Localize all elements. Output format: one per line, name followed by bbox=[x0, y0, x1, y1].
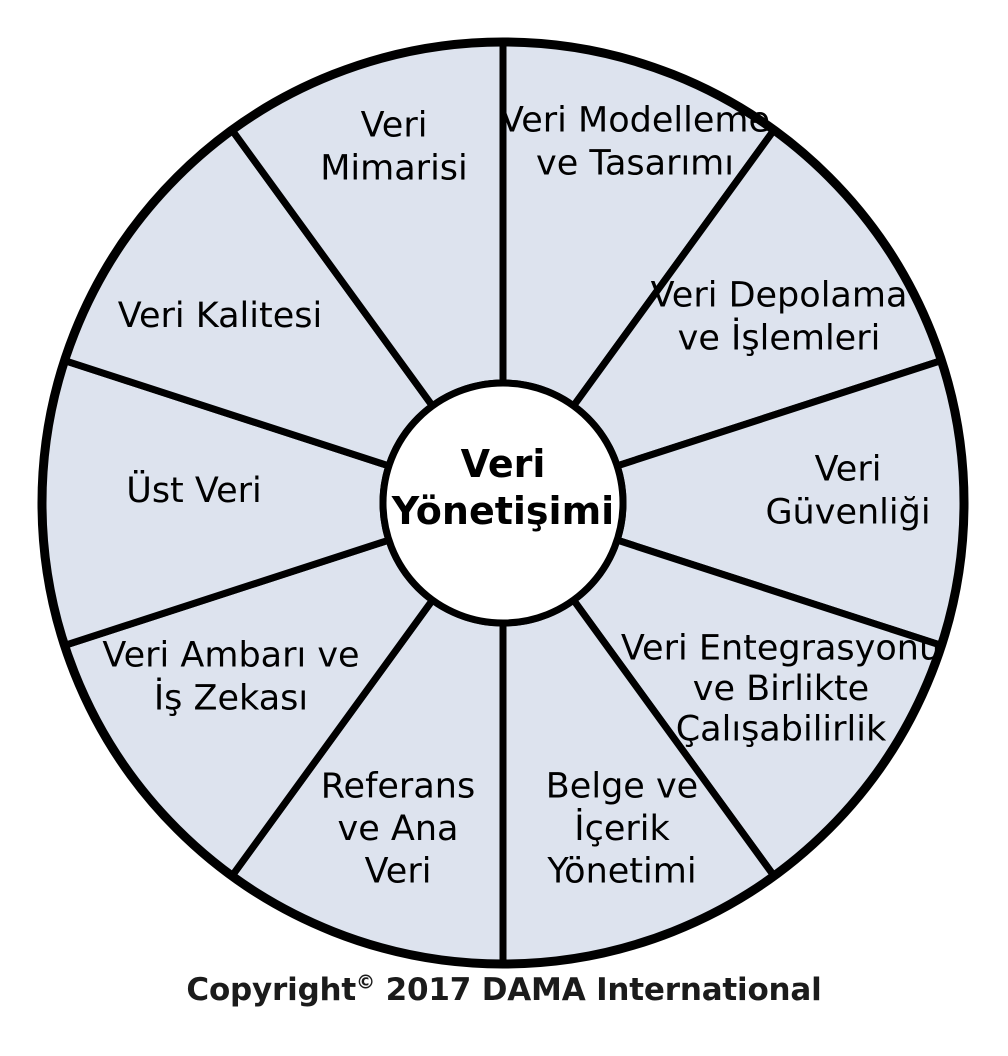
segment-label-line: Veri Kalitesi bbox=[118, 296, 322, 336]
segment-label-line: Veri bbox=[361, 106, 428, 146]
segment-label-line: ve Tasarımı bbox=[536, 143, 734, 183]
segment-label-line: Mimarisi bbox=[320, 148, 468, 188]
segment-label-line: ve Birlikte bbox=[693, 669, 869, 709]
segment-label-line: Çalışabilirlik bbox=[676, 709, 887, 749]
segment-label-line: Veri Depolama bbox=[651, 276, 908, 316]
wheel-outer-rim bbox=[37, 37, 969, 969]
segment-label-line: ve İşlemleri bbox=[678, 316, 881, 358]
hub-label-line2: Yönetişimi bbox=[391, 489, 614, 533]
segment-label-veri-kalitesi: Veri Kalitesi bbox=[118, 296, 322, 336]
segment-label-line: Referans bbox=[321, 766, 475, 806]
segment-label-line: Belge ve bbox=[546, 766, 698, 806]
segment-label-line: İçerik bbox=[574, 807, 670, 849]
segment-label-line: İş Zekası bbox=[154, 676, 308, 718]
copyright-notice: Copyright© 2017 DAMA International bbox=[0, 972, 1008, 1008]
hub-label-line1: Veri bbox=[461, 442, 546, 486]
segment-label-line: Veri Ambarı ve bbox=[102, 636, 359, 676]
copyright-word: Copyright bbox=[186, 972, 357, 1008]
copyright-symbol-icon: © bbox=[356, 970, 376, 994]
segment-label-line: Veri bbox=[815, 450, 882, 490]
hub-label: Veri Yönetişimi bbox=[391, 442, 614, 533]
segment-label-line: Veri Modelleme bbox=[500, 101, 770, 141]
segment-label-line: Güvenliği bbox=[765, 492, 930, 532]
segment-label-line: Veri Entegrasyonu bbox=[621, 629, 941, 669]
segment-label-line: Yönetimi bbox=[546, 852, 696, 892]
hub-circle bbox=[379, 379, 627, 627]
segment-label-line: Veri bbox=[365, 852, 432, 892]
segment-label-line: Üst Veri bbox=[126, 469, 262, 511]
segment-label-ust-veri: Üst Veri bbox=[126, 469, 262, 511]
segment-label-line: ve Ana bbox=[338, 809, 459, 849]
copyright-year-owner: 2017 DAMA International bbox=[375, 972, 822, 1008]
